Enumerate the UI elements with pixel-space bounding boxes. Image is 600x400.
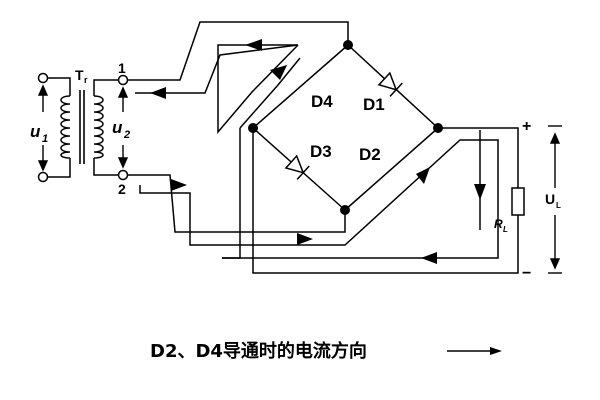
- diode-d3-symbol: [284, 154, 310, 180]
- node-left: [248, 123, 258, 133]
- arrow-terminal1: [150, 87, 166, 99]
- u1-sub: 1: [42, 133, 48, 145]
- arrow-terminal2: [171, 179, 187, 191]
- node-bottom: [340, 205, 350, 215]
- u1-arrow: [37, 84, 49, 172]
- u2-sub: 2: [123, 129, 130, 141]
- minus-sign: −: [522, 265, 531, 282]
- current-arrows: [150, 39, 486, 264]
- u2-label: u: [112, 118, 123, 137]
- arrow-diagonal-upper: [270, 65, 287, 80]
- load-resistor: [511, 187, 525, 216]
- transformer-label: T: [75, 67, 84, 83]
- plus-sign: +: [522, 118, 531, 135]
- secondary-terminal-2: [117, 169, 129, 181]
- arrow-load-down: [474, 184, 486, 200]
- secondary-terminal-1: [117, 74, 129, 86]
- terminal-2-label: 2: [118, 181, 126, 197]
- caption-text: D2、D4导通时的电流方向: [150, 340, 367, 362]
- primary-terminal-bottom: [37, 171, 49, 183]
- arrow-bottom: [297, 233, 313, 245]
- diode-d1-label: D1: [363, 95, 385, 114]
- load-resistor-label: R: [494, 217, 503, 231]
- terminal-1-label: 1: [118, 60, 126, 76]
- arrow-diagonal-lower: [416, 167, 430, 184]
- output-voltage-sub: L: [556, 201, 561, 210]
- arrow-return: [421, 252, 437, 264]
- load-resistor-sub: L: [503, 225, 508, 234]
- output-voltage-label: U: [545, 191, 555, 207]
- node-right: [433, 123, 443, 133]
- node-top: [343, 40, 353, 50]
- secondary-coil: [93, 95, 104, 159]
- primary-coil: [60, 95, 71, 159]
- wires: [128, 21, 519, 274]
- primary-terminal-top: [37, 72, 49, 84]
- diode-d3-label: D3: [310, 142, 332, 161]
- diode-d2-label: D2: [359, 145, 381, 164]
- node-dots: [248, 40, 443, 215]
- transformer-sub: r: [84, 75, 88, 85]
- diode-d1-symbol: [377, 71, 403, 97]
- transformer-core: [79, 90, 85, 164]
- transformer-secondary: [93, 74, 129, 181]
- caption-arrow: [447, 347, 502, 355]
- u1-label: u: [30, 122, 41, 141]
- ul-arrow: [548, 125, 562, 274]
- u2-arrow: [117, 86, 129, 169]
- diode-d4-label: D4: [311, 92, 333, 111]
- transformer-primary: [37, 72, 71, 183]
- arrow-top-left: [245, 39, 262, 51]
